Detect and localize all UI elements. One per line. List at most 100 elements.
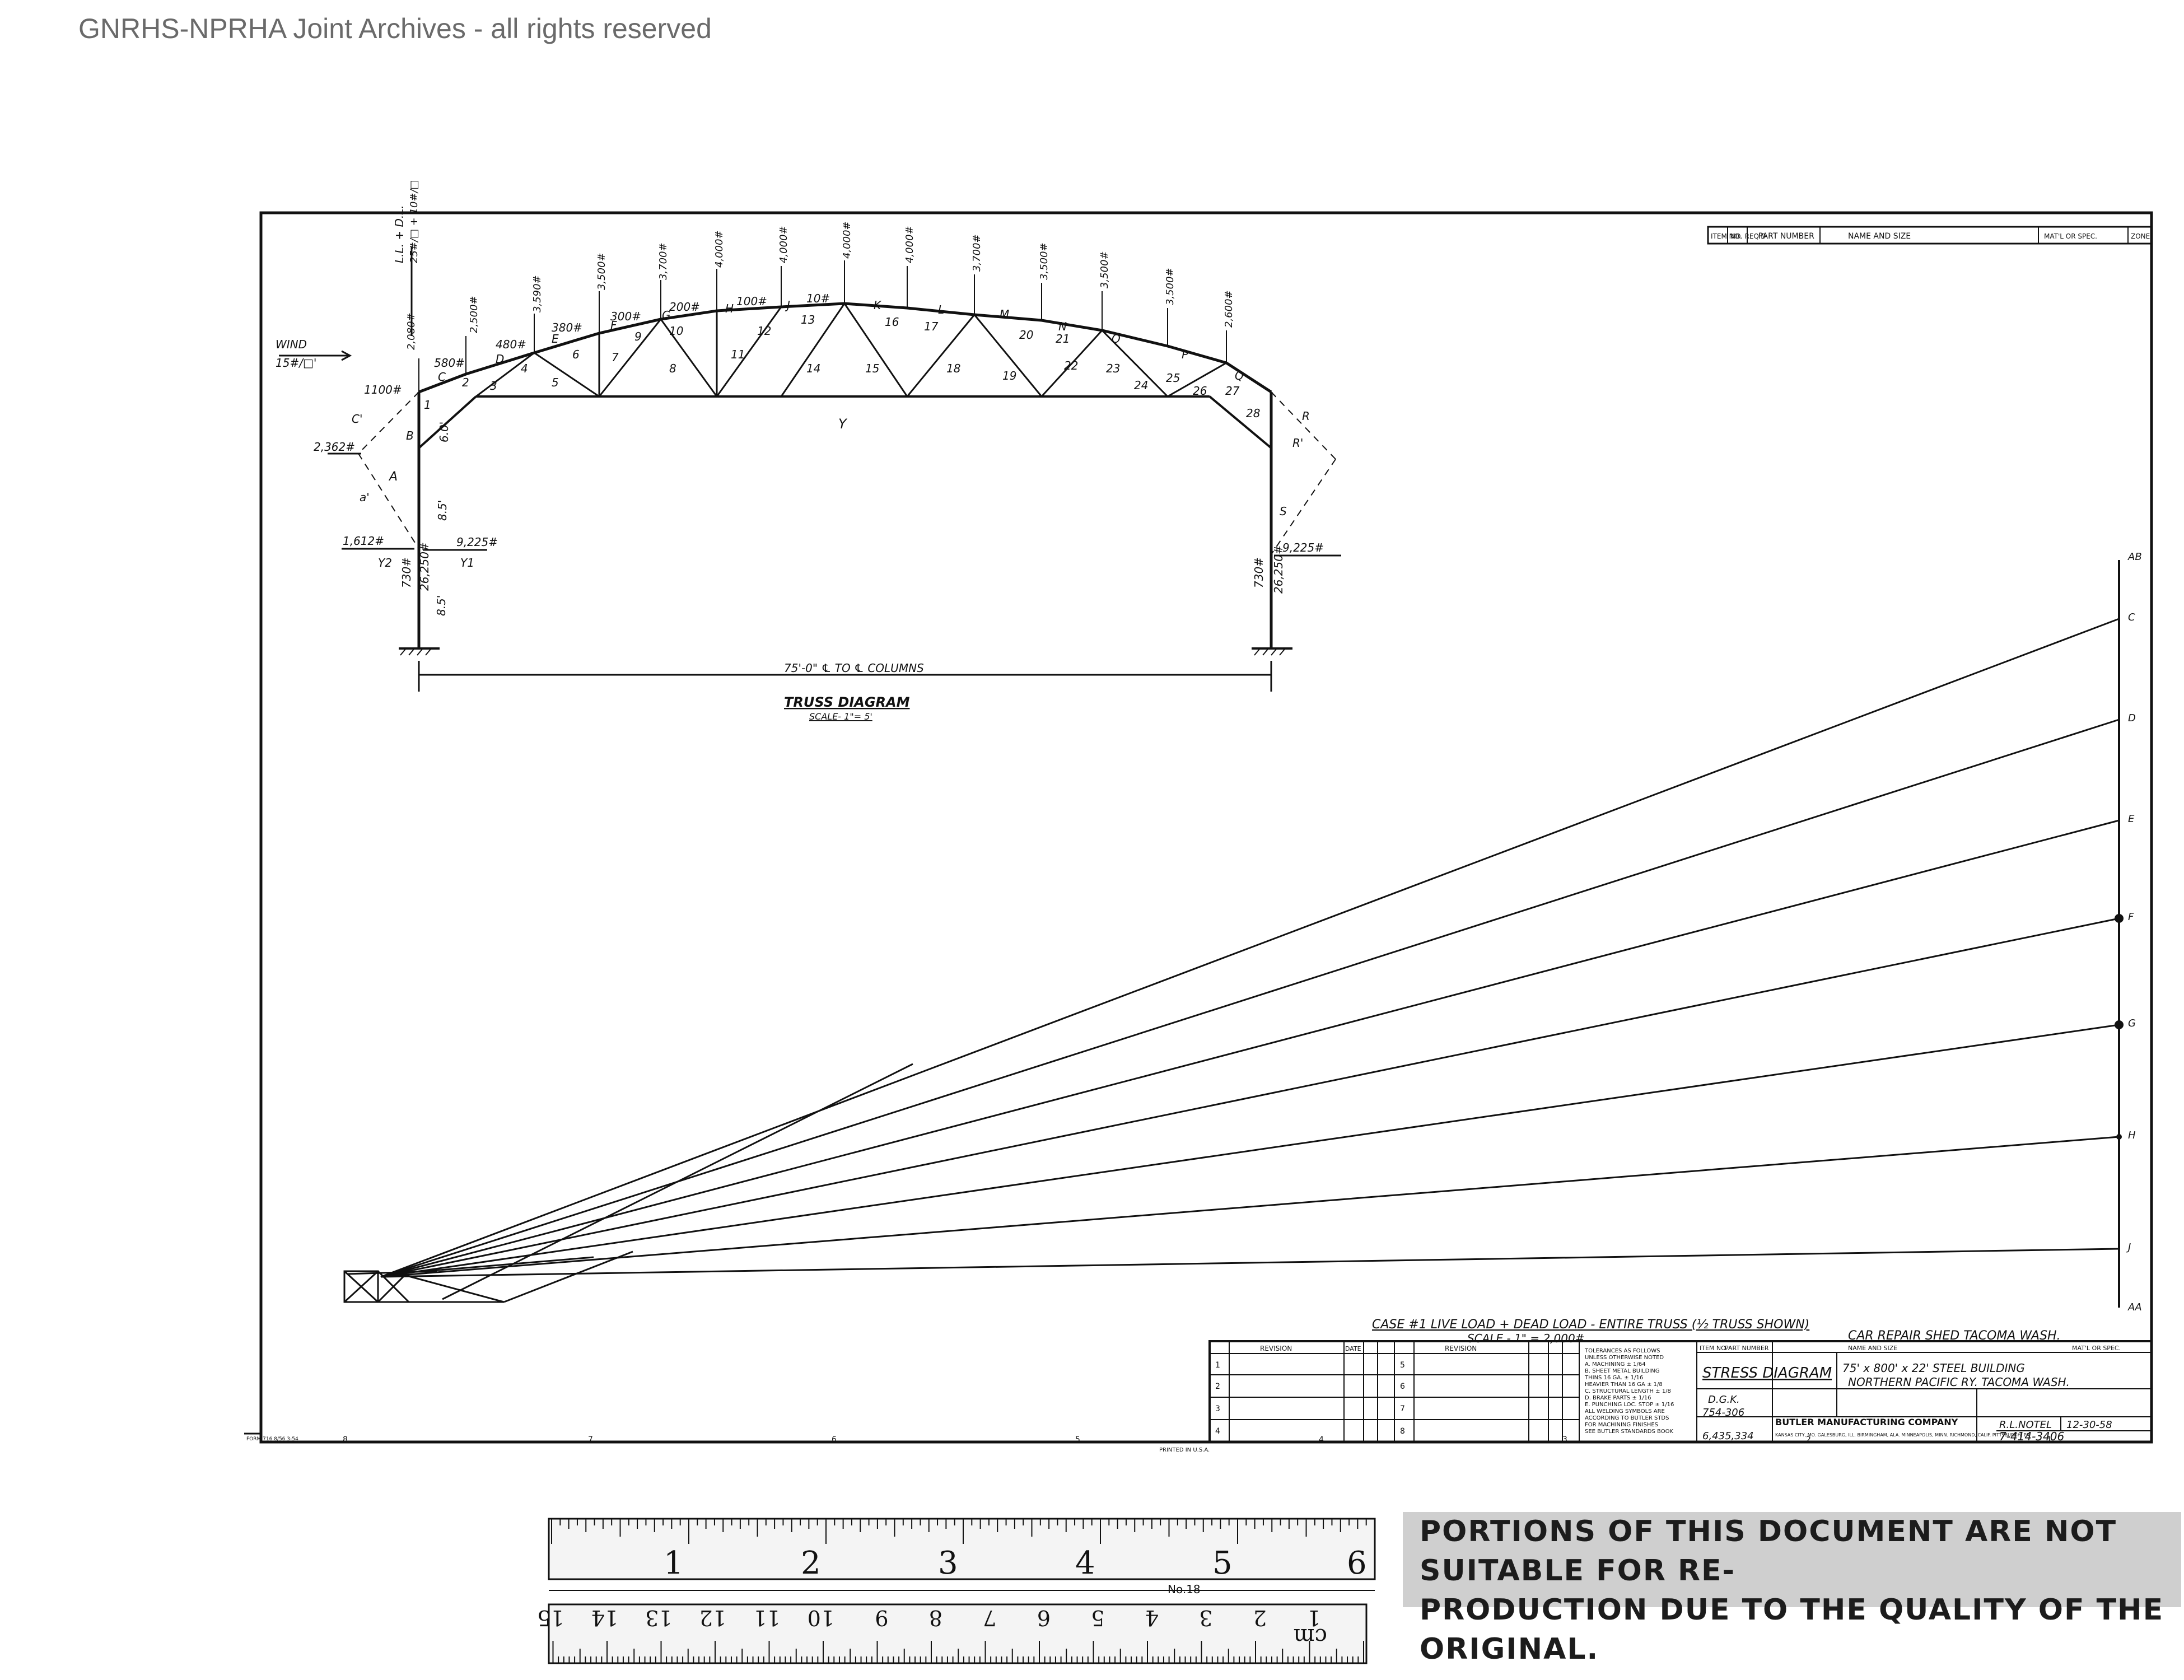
title-block-text: CAR REPAIR SHED TACOMA WASH. REVISION RE… bbox=[246, 1329, 2121, 1453]
svg-text:D: D bbox=[496, 352, 504, 366]
notice-line-1: PORTIONS OF THIS DOCUMENT ARE NOT SUITAB… bbox=[1420, 1515, 2117, 1588]
svg-text:11: 11 bbox=[731, 348, 745, 361]
svg-text:6,435,334: 6,435,334 bbox=[1702, 1430, 1754, 1442]
svg-text:9,225#: 9,225# bbox=[456, 535, 498, 549]
svg-text:7: 7 bbox=[588, 1435, 593, 1444]
svg-text:Y: Y bbox=[838, 416, 848, 432]
svg-text:15: 15 bbox=[865, 362, 879, 375]
svg-text:SCALE - 1" = 2,000#: SCALE - 1" = 2,000# bbox=[1467, 1332, 1584, 1345]
svg-text:S: S bbox=[1280, 505, 1287, 518]
svg-text:HEAVIER THAN 16 GA ± 1/8: HEAVIER THAN 16 GA ± 1/8 bbox=[1585, 1382, 1663, 1388]
svg-text:D. BRAKE PARTS ± 1/16: D. BRAKE PARTS ± 1/16 bbox=[1585, 1395, 1651, 1401]
svg-text:B. SHEET METAL BUILDING: B. SHEET METAL BUILDING bbox=[1585, 1368, 1659, 1374]
svg-text:J: J bbox=[2126, 1242, 2131, 1253]
svg-text:PRINTED IN U.S.A.: PRINTED IN U.S.A. bbox=[1159, 1447, 1210, 1453]
svg-text:C': C' bbox=[352, 412, 362, 426]
svg-text:4,000#: 4,000# bbox=[841, 221, 853, 259]
svg-text:2: 2 bbox=[462, 376, 469, 389]
svg-text:3,500#: 3,500# bbox=[596, 253, 608, 290]
svg-text:N: N bbox=[1058, 320, 1067, 333]
svg-text:6.0': 6.0' bbox=[437, 422, 451, 442]
svg-text:KANSAS CITY, MO. GALESBURG, I: KANSAS CITY, MO. GALESBURG, ILL. BIRMING… bbox=[1775, 1432, 2031, 1438]
svg-text:6: 6 bbox=[572, 348, 580, 361]
svg-text:580#: 580# bbox=[434, 356, 465, 370]
svg-text:9: 9 bbox=[634, 330, 642, 343]
svg-text:1: 1 bbox=[2047, 1435, 2052, 1444]
cm-label: 6 bbox=[1037, 1606, 1051, 1630]
svg-text:10: 10 bbox=[669, 324, 683, 338]
svg-text:1: 1 bbox=[424, 398, 431, 412]
cm-label: 8 bbox=[929, 1606, 942, 1630]
svg-text:8.5': 8.5' bbox=[436, 500, 449, 521]
svg-text:ITEM NO.: ITEM NO. bbox=[1700, 1345, 1728, 1352]
svg-text:75' x 800' x 22' STEEL BUILDIN: 75' x 800' x 22' STEEL BUILDING bbox=[1842, 1361, 2025, 1375]
svg-text:8: 8 bbox=[669, 362, 676, 375]
svg-text:300#: 300# bbox=[610, 310, 641, 323]
svg-text:4: 4 bbox=[1075, 1545, 1095, 1581]
svg-text:16: 16 bbox=[885, 315, 899, 329]
truss-labels: WIND 15#/□' L.L. + D.L. 25#/□ + 10#/□ 11… bbox=[276, 180, 1324, 722]
svg-text:3,700#: 3,700# bbox=[971, 234, 983, 272]
archive-watermark: GNRHS-NPRHA Joint Archives - all rights … bbox=[78, 13, 712, 44]
svg-text:a': a' bbox=[360, 491, 370, 504]
svg-text:cm: cm bbox=[1294, 1623, 1327, 1649]
svg-text:K: K bbox=[874, 298, 882, 312]
svg-text:4,000#: 4,000# bbox=[713, 230, 725, 268]
svg-text:SEE BUTLER STANDARDS BOOK: SEE BUTLER STANDARDS BOOK bbox=[1585, 1429, 1673, 1435]
svg-text:1: 1 bbox=[664, 1545, 684, 1581]
svg-text:ALL WELDING SYMBOLS ARE: ALL WELDING SYMBOLS ARE bbox=[1585, 1408, 1665, 1415]
svg-text:17: 17 bbox=[924, 320, 939, 333]
svg-text:NORTHERN PACIFIC RY. TACOMA W: NORTHERN PACIFIC RY. TACOMA WASH. bbox=[1848, 1375, 2070, 1389]
svg-text:MAT'L OR SPEC.: MAT'L OR SPEC. bbox=[2072, 1345, 2121, 1352]
cm-label: 13 bbox=[645, 1606, 672, 1630]
svg-text:26,250#: 26,250# bbox=[418, 542, 431, 591]
svg-text:REVISION: REVISION bbox=[1260, 1345, 1292, 1352]
cm-label: 2 bbox=[1253, 1606, 1267, 1630]
svg-text:20: 20 bbox=[1019, 328, 1033, 342]
svg-text:6: 6 bbox=[1400, 1382, 1405, 1391]
svg-text:J: J bbox=[785, 298, 790, 312]
stress-diagram-labels: AB C D E F G H J AA CASE #1 LIVE LOAD + … bbox=[1372, 551, 2142, 1345]
cm-label: 1 bbox=[1307, 1606, 1320, 1630]
svg-text:E: E bbox=[2128, 813, 2135, 825]
svg-text:5: 5 bbox=[1400, 1361, 1405, 1370]
svg-text:FORM 716 8/56 3-54: FORM 716 8/56 3-54 bbox=[246, 1436, 298, 1442]
svg-text:24: 24 bbox=[1134, 379, 1148, 392]
svg-text:ITEM NO.: ITEM NO. bbox=[1711, 232, 1741, 240]
svg-text:14: 14 bbox=[806, 362, 820, 375]
svg-text:TRUSS DIAGRAM: TRUSS DIAGRAM bbox=[784, 694, 910, 710]
svg-text:REVISION: REVISION bbox=[1445, 1345, 1477, 1352]
svg-text:FOR MACHINING FINISHES: FOR MACHINING FINISHES bbox=[1585, 1422, 1658, 1428]
svg-text:D: D bbox=[2128, 712, 2136, 724]
svg-text:22: 22 bbox=[1064, 359, 1078, 372]
svg-text:2: 2 bbox=[1215, 1382, 1220, 1391]
svg-text:1100#: 1100# bbox=[364, 383, 402, 396]
svg-text:H: H bbox=[2128, 1130, 2136, 1141]
truss-diagram bbox=[279, 246, 1341, 692]
svg-text:M: M bbox=[1000, 307, 1009, 321]
svg-text:12-30-58: 12-30-58 bbox=[2066, 1419, 2112, 1431]
svg-text:B: B bbox=[406, 429, 414, 442]
svg-text:A: A bbox=[388, 470, 398, 484]
svg-text:26: 26 bbox=[1193, 384, 1207, 398]
svg-text:3: 3 bbox=[1215, 1404, 1220, 1413]
svg-text:CAR REPAIR SHED TACOMA WASH.: CAR REPAIR SHED TACOMA WASH. bbox=[1848, 1329, 2061, 1343]
svg-text:19: 19 bbox=[1002, 369, 1016, 382]
cm-label: 12 bbox=[699, 1606, 726, 1630]
title-block bbox=[1208, 1340, 2153, 1443]
svg-text:2,362#: 2,362# bbox=[314, 440, 355, 454]
svg-text:L: L bbox=[938, 303, 944, 316]
svg-text:75'-0" ℄ TO ℄ COLUMNS: 75'-0" ℄ TO ℄ COLUMNS bbox=[784, 661, 924, 675]
svg-text:WIND: WIND bbox=[276, 338, 307, 351]
svg-text:7-414-3406: 7-414-3406 bbox=[1999, 1430, 2064, 1443]
svg-text:15#/□': 15#/□' bbox=[276, 356, 316, 370]
svg-text:THINS 16 GA. ± 1/16: THINS 16 GA. ± 1/16 bbox=[1584, 1375, 1643, 1381]
svg-text:PART NUMBER: PART NUMBER bbox=[1725, 1345, 1769, 1352]
svg-text:12: 12 bbox=[757, 324, 771, 338]
svg-text:23: 23 bbox=[1106, 362, 1120, 375]
svg-text:A. MACHINING ± 1/64: A. MACHINING ± 1/64 bbox=[1585, 1361, 1646, 1368]
svg-text:2,080#: 2,080# bbox=[405, 312, 417, 350]
svg-text:STRESS DIAGRAM: STRESS DIAGRAM bbox=[1702, 1365, 1832, 1382]
svg-text:10#: 10# bbox=[806, 292, 830, 305]
svg-text:R.L.NOTEL: R.L.NOTEL bbox=[1999, 1419, 2052, 1431]
